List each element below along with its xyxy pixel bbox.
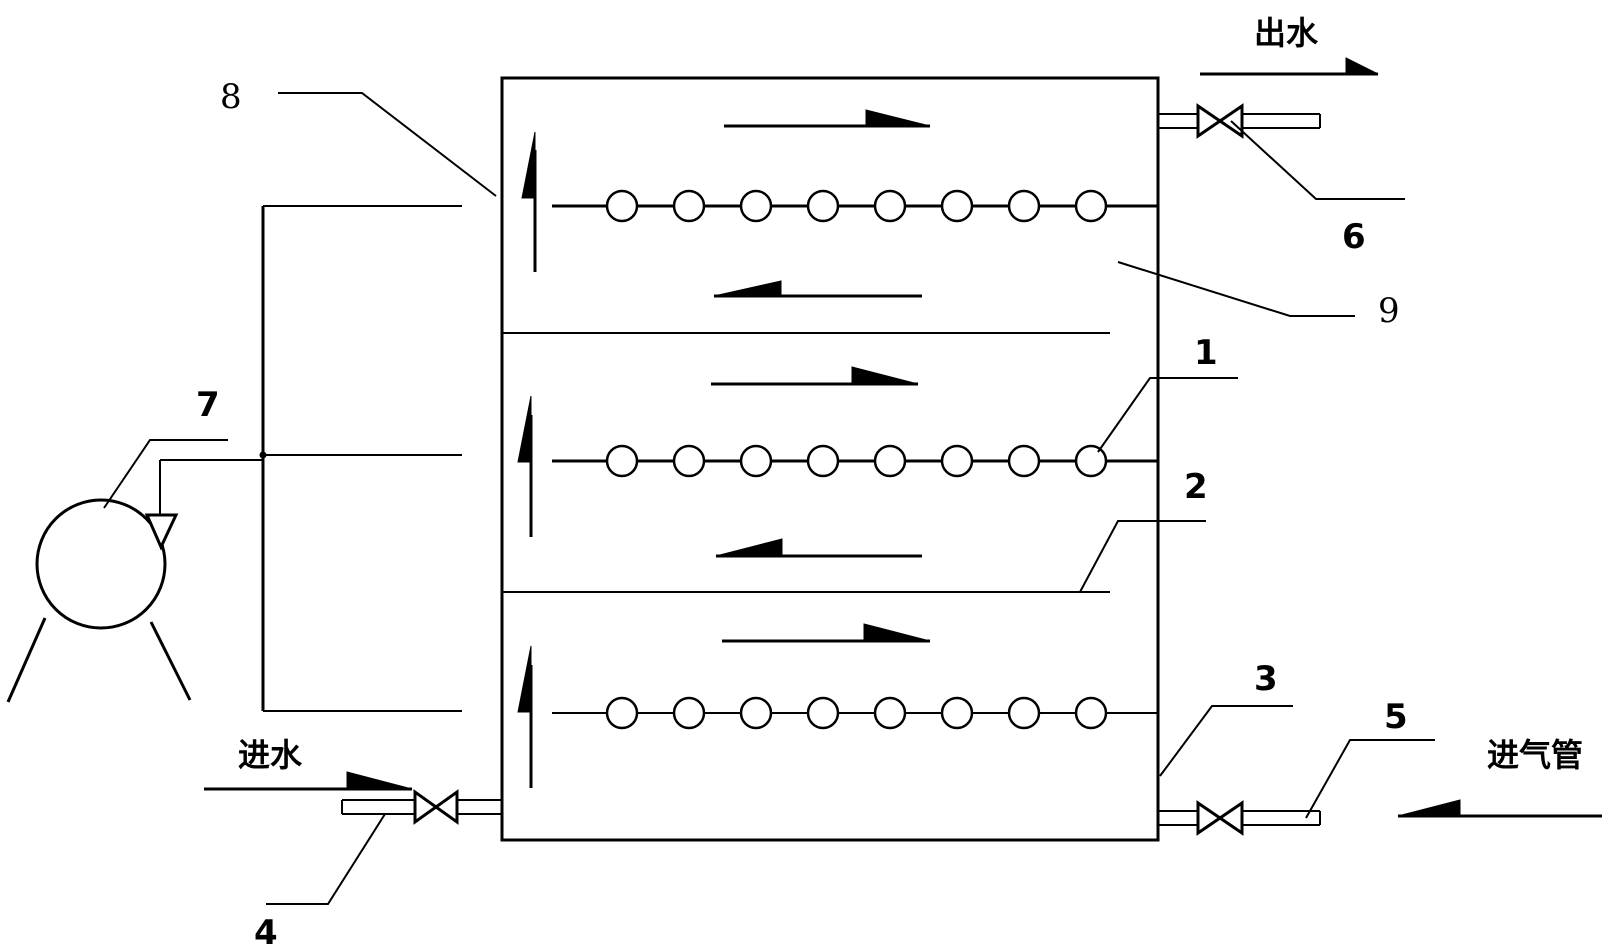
upflow-arrow-middle (517, 395, 533, 537)
bubble (1007, 696, 1041, 730)
bubble (1007, 189, 1041, 223)
air-inlet-pipe (1158, 810, 1321, 826)
air-inlet-direction-arrow (1397, 799, 1602, 818)
callout-3: 3 (1254, 659, 1278, 699)
label-outlet: 出水 (1254, 14, 1319, 52)
bubble (940, 696, 974, 730)
air-distribution-header (259, 205, 462, 712)
flow-arrow-right-3 (722, 623, 931, 643)
aeration-bar-bottom (552, 696, 1158, 730)
bubble (806, 696, 840, 730)
bubble (739, 696, 773, 730)
callout-9: 9 (1378, 291, 1400, 331)
label-inlet: 进水 (238, 736, 303, 774)
bubble (940, 444, 974, 478)
flow-arrow-right-1 (724, 109, 931, 128)
bubble (739, 444, 773, 478)
callout-6: 6 (1342, 217, 1366, 257)
bubble (1007, 444, 1041, 478)
callout-2: 2 (1184, 467, 1208, 507)
bubble (873, 444, 907, 478)
callout-5: 5 (1384, 697, 1408, 737)
flow-arrow-left-1 (713, 280, 922, 298)
bubble (873, 189, 907, 223)
bubble (605, 444, 639, 478)
bubble (672, 696, 706, 730)
callout-1: 1 (1194, 333, 1218, 373)
reactor-tank (500, 76, 1160, 842)
outlet-direction-arrow (1200, 57, 1379, 76)
bubble (873, 696, 907, 730)
callout-8: 8 (220, 77, 242, 117)
callout-4: 4 (254, 913, 278, 952)
label-air-inlet-pipe: 进气管 (1487, 736, 1583, 774)
bubble (1074, 189, 1108, 223)
leader-lines (103, 92, 1435, 905)
bubble (1074, 444, 1108, 478)
bubble (739, 189, 773, 223)
air-blower (6, 459, 263, 703)
bubble (806, 444, 840, 478)
outlet-pipe (1158, 113, 1321, 129)
upflow-arrow-top (521, 131, 537, 272)
callout-7: 7 (196, 385, 220, 425)
air-inlet-valve-icon (1196, 800, 1244, 836)
bubble (672, 189, 706, 223)
inlet-valve-icon (413, 789, 459, 825)
upflow-arrow-bottom (517, 645, 533, 788)
outlet-valve-icon (1196, 103, 1244, 139)
bubble (940, 189, 974, 223)
aeration-bar-top (552, 189, 1158, 223)
bubble (806, 189, 840, 223)
bubble (672, 444, 706, 478)
bubble (605, 189, 639, 223)
flow-arrow-right-2 (711, 366, 919, 386)
bubble (605, 696, 639, 730)
flow-arrow-left-2 (715, 538, 922, 558)
inlet-direction-arrow (204, 771, 413, 791)
aeration-bar-middle (552, 444, 1158, 478)
inlet-pipe (341, 799, 502, 815)
bubble (1074, 696, 1108, 730)
